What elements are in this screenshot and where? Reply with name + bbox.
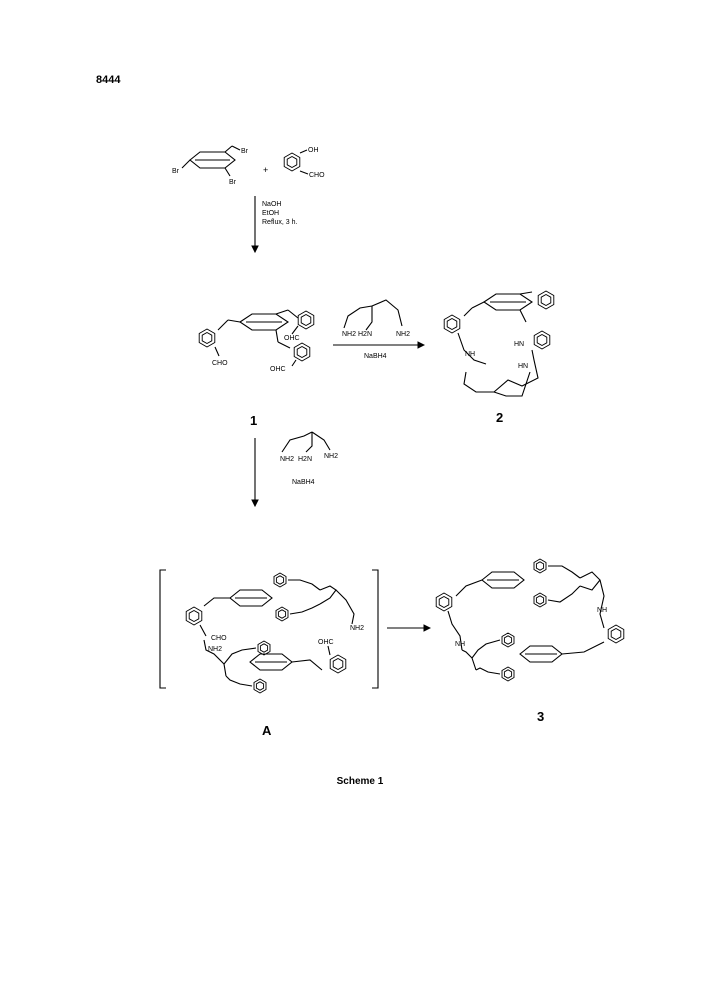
intermediate-aldehyde-left: CHO	[211, 635, 227, 642]
compound-1-label: 1	[250, 413, 257, 428]
bromo-label-left: Br	[172, 168, 180, 175]
compound-1-structure: CHO OHC OHC	[198, 309, 315, 373]
intermediate-a-label: A	[262, 723, 272, 738]
compound-2-structure: NH HN HN	[443, 290, 555, 397]
bromo-label-upper: Br	[241, 148, 249, 155]
compound-3-label: 3	[537, 709, 544, 724]
compound-2-amine-left: NH	[465, 351, 475, 358]
step2-reagent: NaBH4	[364, 353, 387, 360]
step2-amine-structure: NH2 H2N NH2	[342, 299, 410, 338]
compound-1-aldehyde-left: CHO	[212, 360, 228, 367]
intermediate-amine-lower: NH2	[208, 646, 222, 653]
compound-2-label: 2	[496, 410, 503, 425]
tribromide-structure: Br Br Br	[172, 145, 249, 186]
step3-amine-structure: NH2 H2N NH2	[280, 431, 338, 463]
aldehyde-label: CHO	[309, 172, 325, 179]
scheme-caption: Scheme 1	[336, 776, 384, 787]
compound-3-amine-right: NH	[597, 607, 607, 614]
compound-3-amine-left: NH	[455, 641, 465, 648]
page-number: 8444	[96, 74, 121, 86]
step2-amine-right: NH2	[396, 331, 410, 338]
step1-condition-reflux: Reflux, 3 h.	[262, 219, 297, 226]
step1-condition-solvent: EtOH	[262, 210, 279, 217]
bromo-label-lower: Br	[229, 179, 237, 186]
hydroxyl-label: OH	[308, 147, 319, 154]
intermediate-aldehyde-right: OHC	[318, 639, 334, 646]
intermediate-a-structure: CHO OHC NH2 NH2	[159, 569, 379, 694]
compound-3-structure: NH NH	[435, 558, 625, 682]
step2-amine-middle: H2N	[358, 331, 372, 338]
compound-1-aldehyde-middle: OHC	[284, 335, 300, 342]
step3-amine-left: NH2	[280, 456, 294, 463]
compound-1-aldehyde-lower: OHC	[270, 366, 286, 373]
step3-amine-middle: H2N	[298, 456, 312, 463]
salicylaldehyde-structure: OH CHO	[283, 147, 325, 179]
step3-amine-right: NH2	[324, 453, 338, 460]
step2-amine-left: NH2	[342, 331, 356, 338]
compound-2-amine-right-upper: HN	[514, 341, 524, 348]
intermediate-amine-upper: NH2	[350, 625, 364, 632]
plus-sign: +	[263, 165, 268, 175]
compound-2-amine-right-lower: HN	[518, 363, 528, 370]
step1-condition-base: NaOH	[262, 201, 281, 208]
step3-reagent: NaBH4	[292, 479, 315, 486]
